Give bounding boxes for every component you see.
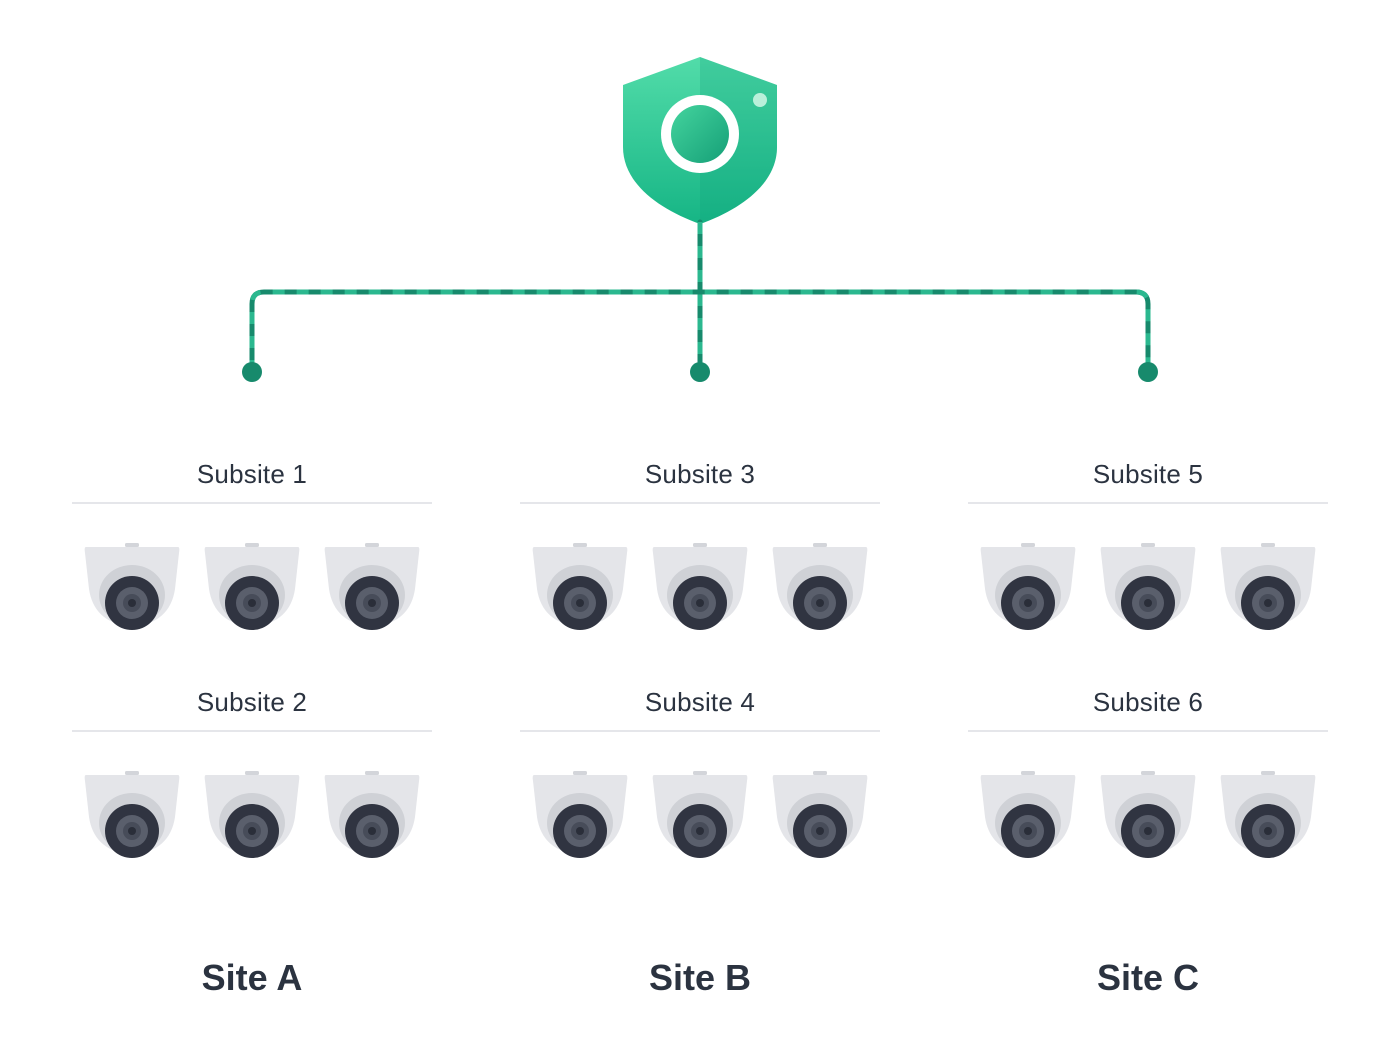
dome-camera-icon: [772, 543, 868, 630]
subsite-label: Subsite 4: [644, 687, 756, 717]
subsite-divider: [968, 502, 1328, 504]
shield-camera-icon: [623, 57, 777, 224]
subsite-divider: [72, 730, 432, 732]
subsite-divider: [968, 730, 1328, 732]
camera-grid: [84, 543, 1316, 858]
subsite-divider: [520, 502, 880, 504]
dome-camera-icon: [1220, 771, 1316, 858]
connector-node: [1138, 362, 1158, 382]
subsite-divider: [520, 730, 880, 732]
site-label: Site C: [1096, 957, 1200, 998]
connector-lines: [242, 219, 1158, 382]
dome-camera-icon: [324, 771, 420, 858]
connector-node: [242, 362, 262, 382]
subsite-label: Subsite 3: [644, 459, 756, 489]
site-label: Site A: [201, 957, 303, 998]
dome-camera-icon: [980, 771, 1076, 858]
dome-camera-icon: [324, 543, 420, 630]
dome-camera-icon: [84, 543, 180, 630]
connector-node: [690, 362, 710, 382]
subsite-label: Subsite 5: [1092, 459, 1204, 489]
dome-camera-icon: [204, 543, 300, 630]
subsite-label: Subsite 2: [196, 687, 308, 717]
subsite-divider: [72, 502, 432, 504]
dome-camera-icon: [204, 771, 300, 858]
dome-camera-icon: [1100, 771, 1196, 858]
dome-camera-icon: [980, 543, 1076, 630]
dome-camera-icon: [652, 771, 748, 858]
dome-camera-icon: [772, 771, 868, 858]
dome-camera-icon: [532, 543, 628, 630]
subsite-label: Subsite 1: [196, 459, 308, 489]
dome-camera-icon: [532, 771, 628, 858]
dome-camera-icon: [1100, 543, 1196, 630]
dome-camera-icon: [1220, 543, 1316, 630]
subsite-label: Subsite 6: [1092, 687, 1204, 717]
dome-camera-icon: [84, 771, 180, 858]
dome-camera-icon: [652, 543, 748, 630]
connector-line-dash: [249, 289, 1151, 372]
site-label: Site B: [648, 957, 752, 998]
